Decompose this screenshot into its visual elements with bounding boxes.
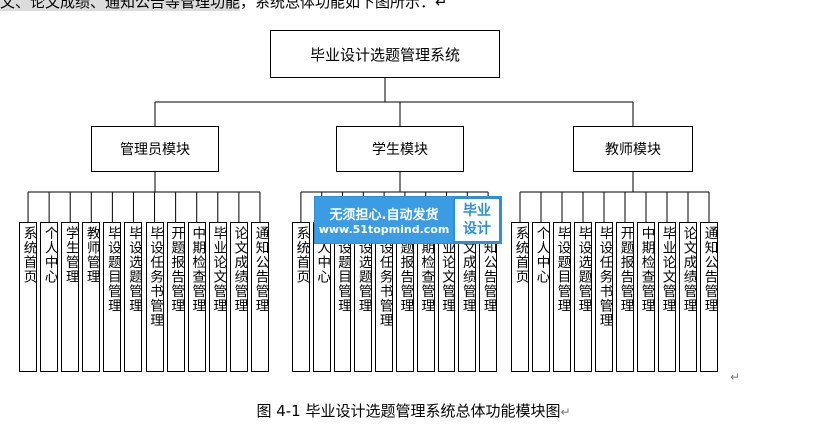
leaf-label: 教师管理	[83, 226, 100, 284]
watermark-url: www.51topmind.com	[318, 223, 450, 236]
leaf-node: 系统首页	[292, 222, 310, 372]
leaf-label: 系统首页	[512, 226, 529, 284]
leaf-label: 个人中心	[533, 226, 550, 284]
leaf-node: 毕设任务书管理	[595, 222, 613, 372]
leaf-node: 个人中心	[40, 222, 59, 372]
leaf-node: 开题报告管理	[616, 222, 634, 372]
leaf-node: 毕设任务书管理	[375, 222, 393, 372]
leaf-node: 开题报告管理	[166, 222, 185, 372]
leaf-label: 中期检查管理	[638, 226, 655, 313]
module-node: 学生模块	[336, 126, 464, 172]
leaf-node: 系统首页	[511, 222, 529, 372]
watermark-badge-line2: 设计	[463, 221, 491, 237]
leaf-label: 开题报告管理	[168, 226, 185, 313]
leaf-label: 学生管理	[62, 226, 79, 284]
leaf-label: 毕业论文管理	[439, 226, 455, 313]
leaf-node: 毕设任务书管理	[145, 222, 164, 372]
caption-end-mark: ↵	[560, 405, 571, 419]
leaf-label: 毕设题目管理	[104, 226, 121, 313]
watermark-banner: 无须担心.自动发货 www.51topmind.com 毕业 设计	[314, 196, 502, 244]
leaf-node: 毕设选题管理	[354, 222, 373, 372]
leaf-node: 中期检查管理	[187, 222, 206, 372]
watermark-slogan: 无须担心.自动发货	[329, 208, 439, 223]
watermark-badge: 毕业 设计	[453, 197, 501, 243]
caption-text: 图 4-1 毕业设计选题管理系统总体功能模块图	[256, 402, 561, 420]
leaf-label: 系统首页	[293, 226, 310, 284]
leaf-label: 开题报告管理	[397, 226, 414, 313]
leaf-node: 论文成绩管理	[458, 222, 477, 372]
leaf-label: 通知公告管理	[701, 226, 718, 313]
leaf-node: 毕设选题管理	[124, 222, 143, 372]
leaf-label: 毕业论文管理	[659, 226, 676, 313]
leaf-node: 开题报告管理	[396, 222, 414, 372]
leaf-label: 毕设选题管理	[575, 226, 592, 313]
leaf-label: 论文成绩管理	[459, 226, 476, 313]
leaf-label: 通知公告管理	[480, 226, 497, 313]
leaf-label: 毕设选题管理	[125, 226, 142, 313]
paragraph-mark: ↵	[435, 0, 448, 11]
leaf-node: 毕设选题管理	[574, 222, 592, 372]
leaf-label: 毕设选题管理	[355, 226, 372, 313]
leaf-label: 毕设题目管理	[554, 226, 571, 313]
leaf-label: 中期检查管理	[418, 226, 435, 313]
leaf-node: 毕业论文管理	[437, 222, 456, 372]
highlighted-text: 文、论文成绩、通知公告等管理功能	[0, 0, 241, 11]
text-suffix: ，系统总体功能如下图所示：	[240, 0, 436, 11]
leaf-label: 论文成绩管理	[231, 226, 248, 313]
leaf-node: 毕业论文管理	[208, 222, 227, 372]
leaf-node: 系统首页	[19, 222, 38, 372]
leaf-node: 毕设题目管理	[333, 222, 352, 372]
module-node: 教师模块	[573, 126, 693, 172]
leaf-node: 学生管理	[61, 222, 80, 372]
leaf-node: 通知公告管理	[700, 222, 718, 372]
leaf-node: 个人中心	[312, 222, 331, 372]
leaf-node: 毕业论文管理	[658, 222, 676, 372]
leaf-label: 毕设任务书管理	[376, 226, 393, 328]
leaf-label: 论文成绩管理	[680, 226, 697, 313]
watermark-badge-line1: 毕业	[463, 203, 491, 219]
leaf-node: 教师管理	[82, 222, 101, 372]
leaf-label: 毕业论文管理	[210, 226, 227, 313]
leaf-label: 毕设任务书管理	[596, 226, 613, 328]
leaf-label: 系统首页	[20, 226, 37, 284]
leaf-node: 论文成绩管理	[679, 222, 697, 372]
module-node: 管理员模块	[91, 126, 219, 172]
leaf-label: 通知公告管理	[252, 226, 269, 313]
figure-caption: 图 4-1 毕业设计选题管理系统总体功能模块图↵	[0, 400, 817, 421]
root-node: 毕业设计选题管理系统	[270, 30, 500, 78]
leaf-node: 中期检查管理	[637, 222, 655, 372]
leaf-label: 毕设题目管理	[335, 226, 351, 313]
leaf-node: 论文成绩管理	[229, 222, 248, 372]
leaf-label: 中期检查管理	[189, 226, 206, 313]
leaf-node: 毕设题目管理	[553, 222, 571, 372]
diagram-end-mark: ↵	[730, 370, 741, 384]
leaf-label: 毕设任务书管理	[147, 226, 164, 328]
leaf-node: 通知公告管理	[250, 222, 269, 372]
leaf-node: 通知公告管理	[479, 222, 497, 372]
watermark-text: 无须担心.自动发货 www.51topmind.com	[315, 197, 453, 243]
leaf-node: 毕设题目管理	[103, 222, 122, 372]
top-text-line: 文、论文成绩、通知公告等管理功能，系统总体功能如下图所示：↵	[0, 0, 448, 13]
leaf-node: 个人中心	[532, 222, 550, 372]
leaf-label: 开题报告管理	[617, 226, 634, 313]
leaf-label: 个人中心	[41, 226, 58, 284]
leaf-node: 中期检查管理	[416, 222, 435, 372]
